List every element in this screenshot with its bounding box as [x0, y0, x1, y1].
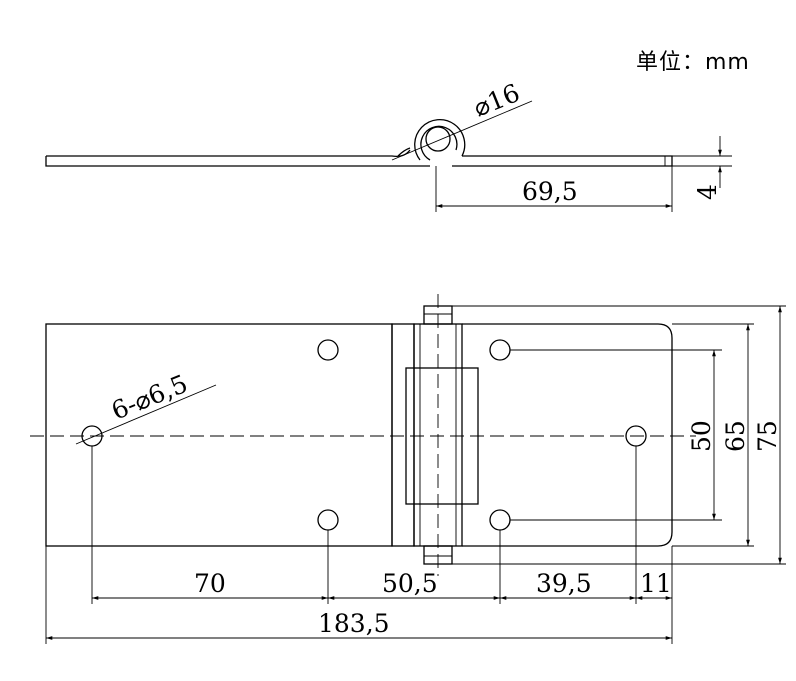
- pin-diameter-label: ⌀16: [469, 78, 523, 122]
- dim-39-5-label: 39,5: [536, 569, 592, 598]
- hole-spec-label: 6-⌀6,5: [107, 369, 191, 426]
- hole: [317, 509, 339, 531]
- knuckle: [391, 305, 479, 565]
- right-leaf: [462, 323, 673, 547]
- height-75-label: 75: [753, 420, 782, 452]
- left-leaf-side: [45, 149, 430, 167]
- plan-view: 6-⌀6,5 70 50,5 39,5 11 183,5 50 65 75: [30, 294, 786, 644]
- height-65-label: 65: [721, 420, 750, 452]
- thickness-label: 4: [693, 184, 722, 200]
- hole: [489, 509, 511, 531]
- hole-spacing-50-label: 50: [687, 420, 716, 452]
- unit-label: 单位：mm: [636, 50, 750, 75]
- dim-70-label: 70: [194, 569, 226, 598]
- right-leaf-side: [452, 155, 673, 167]
- total-length-label: 183,5: [318, 609, 390, 638]
- dim-11-label: 11: [640, 569, 672, 598]
- mounting-holes: [81, 339, 647, 531]
- hole: [317, 339, 339, 361]
- side-view: ⌀16 69,5 4: [45, 78, 732, 212]
- leaf-width-label: 69,5: [522, 177, 578, 206]
- knuckle-side: [397, 119, 466, 161]
- dim-50-5-label: 50,5: [382, 569, 438, 598]
- hole-spec-leader: [75, 384, 217, 445]
- pin-diameter-leader: [391, 100, 533, 161]
- hole: [489, 339, 511, 361]
